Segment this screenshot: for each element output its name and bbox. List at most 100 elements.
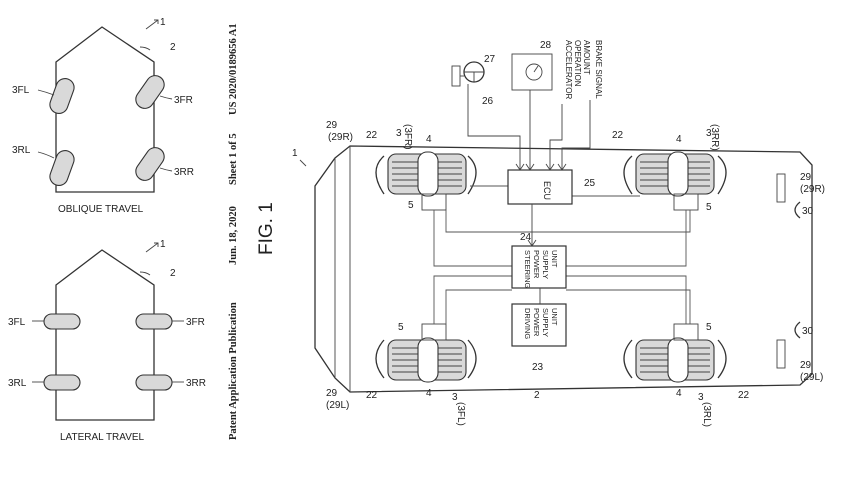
wheel-fr-motor <box>417 151 439 197</box>
accelerator-sensor-box <box>511 53 553 91</box>
ref-5-fr: 5 <box>408 200 414 211</box>
ref-30-lower: 30 <box>802 326 814 337</box>
oblique-caption: OBLIQUE TRAVEL <box>58 204 144 215</box>
lateral-ref-vehicle: 1 <box>160 239 166 250</box>
ref-3fl: (3FL) <box>455 402 466 426</box>
steering-label-4: UNIT <box>550 250 559 268</box>
ref-29-rear: 29 <box>800 172 812 183</box>
ref-5-fl: 5 <box>398 322 404 333</box>
ref-3-rl: 3 <box>698 392 704 403</box>
wheel-rr <box>635 151 715 211</box>
lateral-label-3fl: 3FL <box>8 317 26 328</box>
lamp-lower <box>794 321 801 339</box>
ref-3-fl: 3 <box>452 392 458 403</box>
ref-27: 27 <box>484 54 496 65</box>
lateral-wheel-fr <box>135 313 173 330</box>
ref-4-rl: 4 <box>676 388 682 399</box>
driving-label-4: UNIT <box>550 308 559 326</box>
figure-title: FIG. 1 <box>256 202 277 255</box>
oblique-label-3fr: 3FR <box>174 95 193 106</box>
lamp-upper <box>794 201 801 219</box>
steering-power-supply-unit <box>511 245 567 289</box>
wheel-fl <box>387 323 467 383</box>
ref-25: 25 <box>584 178 596 189</box>
ref-22-fr: 22 <box>366 130 378 141</box>
accelerator-gauge <box>525 63 543 81</box>
ref-3-fr: 3 <box>396 128 402 139</box>
ref-4-rr: 4 <box>676 134 682 145</box>
steering-label-2: POWER <box>532 250 541 279</box>
ref-29l-rear: (29L) <box>800 372 823 383</box>
wheel-rl <box>635 323 715 383</box>
ref-29-front: 29 <box>326 120 338 131</box>
publication-label: Patent Application Publication <box>228 302 239 440</box>
accel-label-3: AMOUNT <box>582 40 591 75</box>
driving-label-3: SUPPLY <box>541 308 550 337</box>
patent-header: Patent Application Publication Jun. 18, … <box>228 23 239 440</box>
publication-number: US 2020/0189656 A1 <box>228 23 239 115</box>
driving-power-supply-unit <box>511 303 567 347</box>
ecu-box <box>507 169 573 205</box>
accel-label-2: OPERATION <box>573 40 582 87</box>
sheet-number: Sheet 1 of 5 <box>228 133 239 185</box>
main-vehicle-diagram: ECU STEERING POWER SUPPLY UNIT DRIVING P… <box>292 40 825 427</box>
ref-26: 26 <box>482 96 494 107</box>
oblique-label-3fl: 3FL <box>12 85 30 96</box>
oblique-ref-body: 2 <box>170 42 176 53</box>
ecu-label: ECU <box>542 181 552 200</box>
lateral-label-3rr: 3RR <box>186 378 206 389</box>
lateral-vehicle-body <box>55 249 155 421</box>
oblique-label-3rr: 3RR <box>174 167 194 178</box>
ref-3rr: (3RR) <box>709 124 720 151</box>
lateral-wheel-fl <box>43 313 81 330</box>
oblique-ref-vehicle: 1 <box>160 17 166 28</box>
ref-3rl: (3RL) <box>701 402 712 427</box>
oblique-label-3rl: 3RL <box>12 145 31 156</box>
lateral-wheel-rl <box>43 374 81 391</box>
accel-label-1: ACCELERATOR <box>564 40 573 99</box>
ref-28: 28 <box>540 40 552 51</box>
ref-4-fr: 4 <box>426 134 432 145</box>
oblique-wheel-rl <box>49 149 75 187</box>
oblique-wheel-rr <box>135 147 165 181</box>
driving-label-2: POWER <box>532 308 541 337</box>
marker-29r <box>776 173 786 203</box>
ref-29r-front: (29R) <box>328 132 353 143</box>
main-ref-vehicle: 1 <box>292 148 298 159</box>
wheel-rr-motor <box>667 151 689 197</box>
ref-29-rear-left: 29 <box>800 360 812 371</box>
wheel-rl-motor <box>667 337 689 383</box>
steering-label-3: SUPPLY <box>541 250 550 279</box>
lateral-ref-body: 2 <box>170 268 176 279</box>
driving-label-1: DRIVING <box>523 308 532 339</box>
oblique-travel-diagram: 1 2 3FL 3FR 3RL 3RR OBLIQUE TRAVEL <box>12 17 194 215</box>
brake-signal-label: BRAKE SIGNAL <box>594 40 603 99</box>
lateral-wheel-rr <box>135 374 173 391</box>
lateral-caption: LATERAL TRAVEL <box>60 432 145 443</box>
marker-29l <box>776 339 786 369</box>
oblique-wheel-fr <box>135 75 165 109</box>
ref-24: 24 <box>520 232 532 243</box>
lateral-label-3fr: 3FR <box>186 317 205 328</box>
publication-date: Jun. 18, 2020 <box>228 206 239 265</box>
ref-2: 2 <box>534 390 540 401</box>
ref-22-fl: 22 <box>366 390 378 401</box>
ref-22-rr: 22 <box>612 130 624 141</box>
ref-3fr: (3FR) <box>402 124 413 150</box>
ref-29l-front: (29L) <box>326 400 349 411</box>
wheel-fr <box>387 151 467 211</box>
ref-29r-rear: (29R) <box>800 184 825 195</box>
steering-label-1: STEERING <box>523 250 532 289</box>
ref-22-rl: 22 <box>738 390 750 401</box>
wheel-fl-motor <box>417 337 439 383</box>
ref-23: 23 <box>532 362 544 373</box>
ref-3-rr: 3 <box>706 128 712 139</box>
ref-5-rr: 5 <box>706 202 712 213</box>
ref-30-upper: 30 <box>802 206 814 217</box>
oblique-wheel-fl <box>49 77 75 115</box>
steering-sensor <box>451 65 461 87</box>
ref-4-fl: 4 <box>426 388 432 399</box>
ref-29-front-left: 29 <box>326 388 338 399</box>
